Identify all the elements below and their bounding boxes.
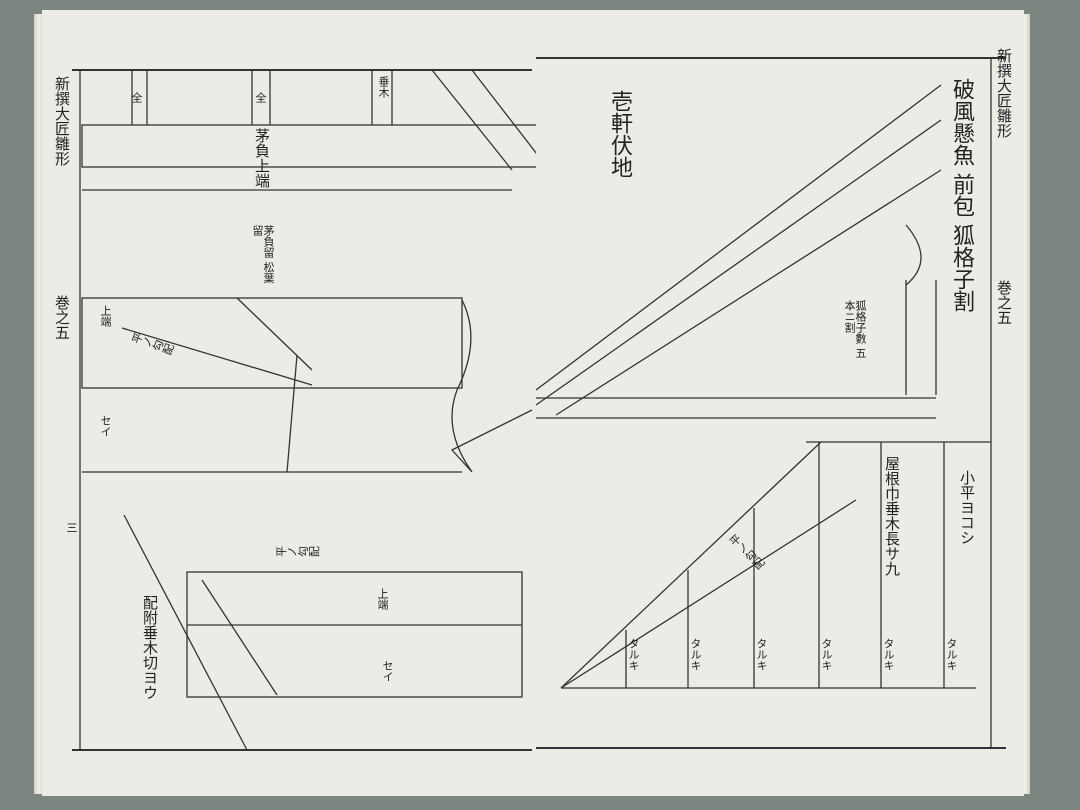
taruki-label: タルキ [882,638,895,671]
label-haitsuke: 配附垂木切ヨウ [141,595,159,700]
page-title: 破風懸魚 前包 狐格子割 [949,78,974,312]
right-page: 新撰大匠雛形 巻之五 破風懸魚 前包 狐格子割 壱軒伏地 狐格子數 五本ニ割 小… [536,10,1024,796]
book-edge-left [34,14,44,794]
left-page-drawing [72,69,536,751]
subtitle: 壱軒伏地 [607,90,632,178]
yane-label: 屋根巾垂木長サ九 [883,456,901,576]
label-kayaoi-dome: 茅負留 松葉留 [251,225,275,284]
volume-label-right: 巻之五 [995,280,1013,325]
label-zen-1: 全 [130,92,143,103]
spine-title-right: 新撰大匠雛形 [995,48,1013,138]
volume-label: 巻之五 [53,295,71,340]
taruki-label: タルキ [820,638,833,671]
book-edge-right [1020,14,1030,794]
label-uwaba-1: 上端 [99,305,112,327]
taruki-label: タルキ [755,638,768,671]
label-page-number: 三 [65,522,78,533]
label-kayaoi-uwaba: 茅負上端 [253,128,271,188]
label-zen-2: 全 [254,92,267,103]
taruki-label: タルキ [627,638,640,671]
right-page-drawing [536,57,1006,749]
kohira-label: 小平ヨコシ [958,470,976,545]
label-sei-2: セイ [381,660,394,682]
taruki-label: タルキ [945,638,958,671]
left-page: 新撰大匠雛形 巻之五 垂木 全 全 茅負上端 茅負留 松葉留 上端 平ノ勾配 セ… [42,10,537,796]
label-hira-koubai-2: 平ノ勾配 [275,545,320,559]
taruki-label: タルキ [689,638,702,671]
label-sei-1: セイ [99,415,112,437]
kitsune-note: 狐格子數 五本ニ割 [843,300,867,359]
label-uwaba-2: 上端 [376,588,389,610]
spine-title: 新撰大匠雛形 [53,76,71,166]
label-taruki: 垂木 [377,76,390,98]
